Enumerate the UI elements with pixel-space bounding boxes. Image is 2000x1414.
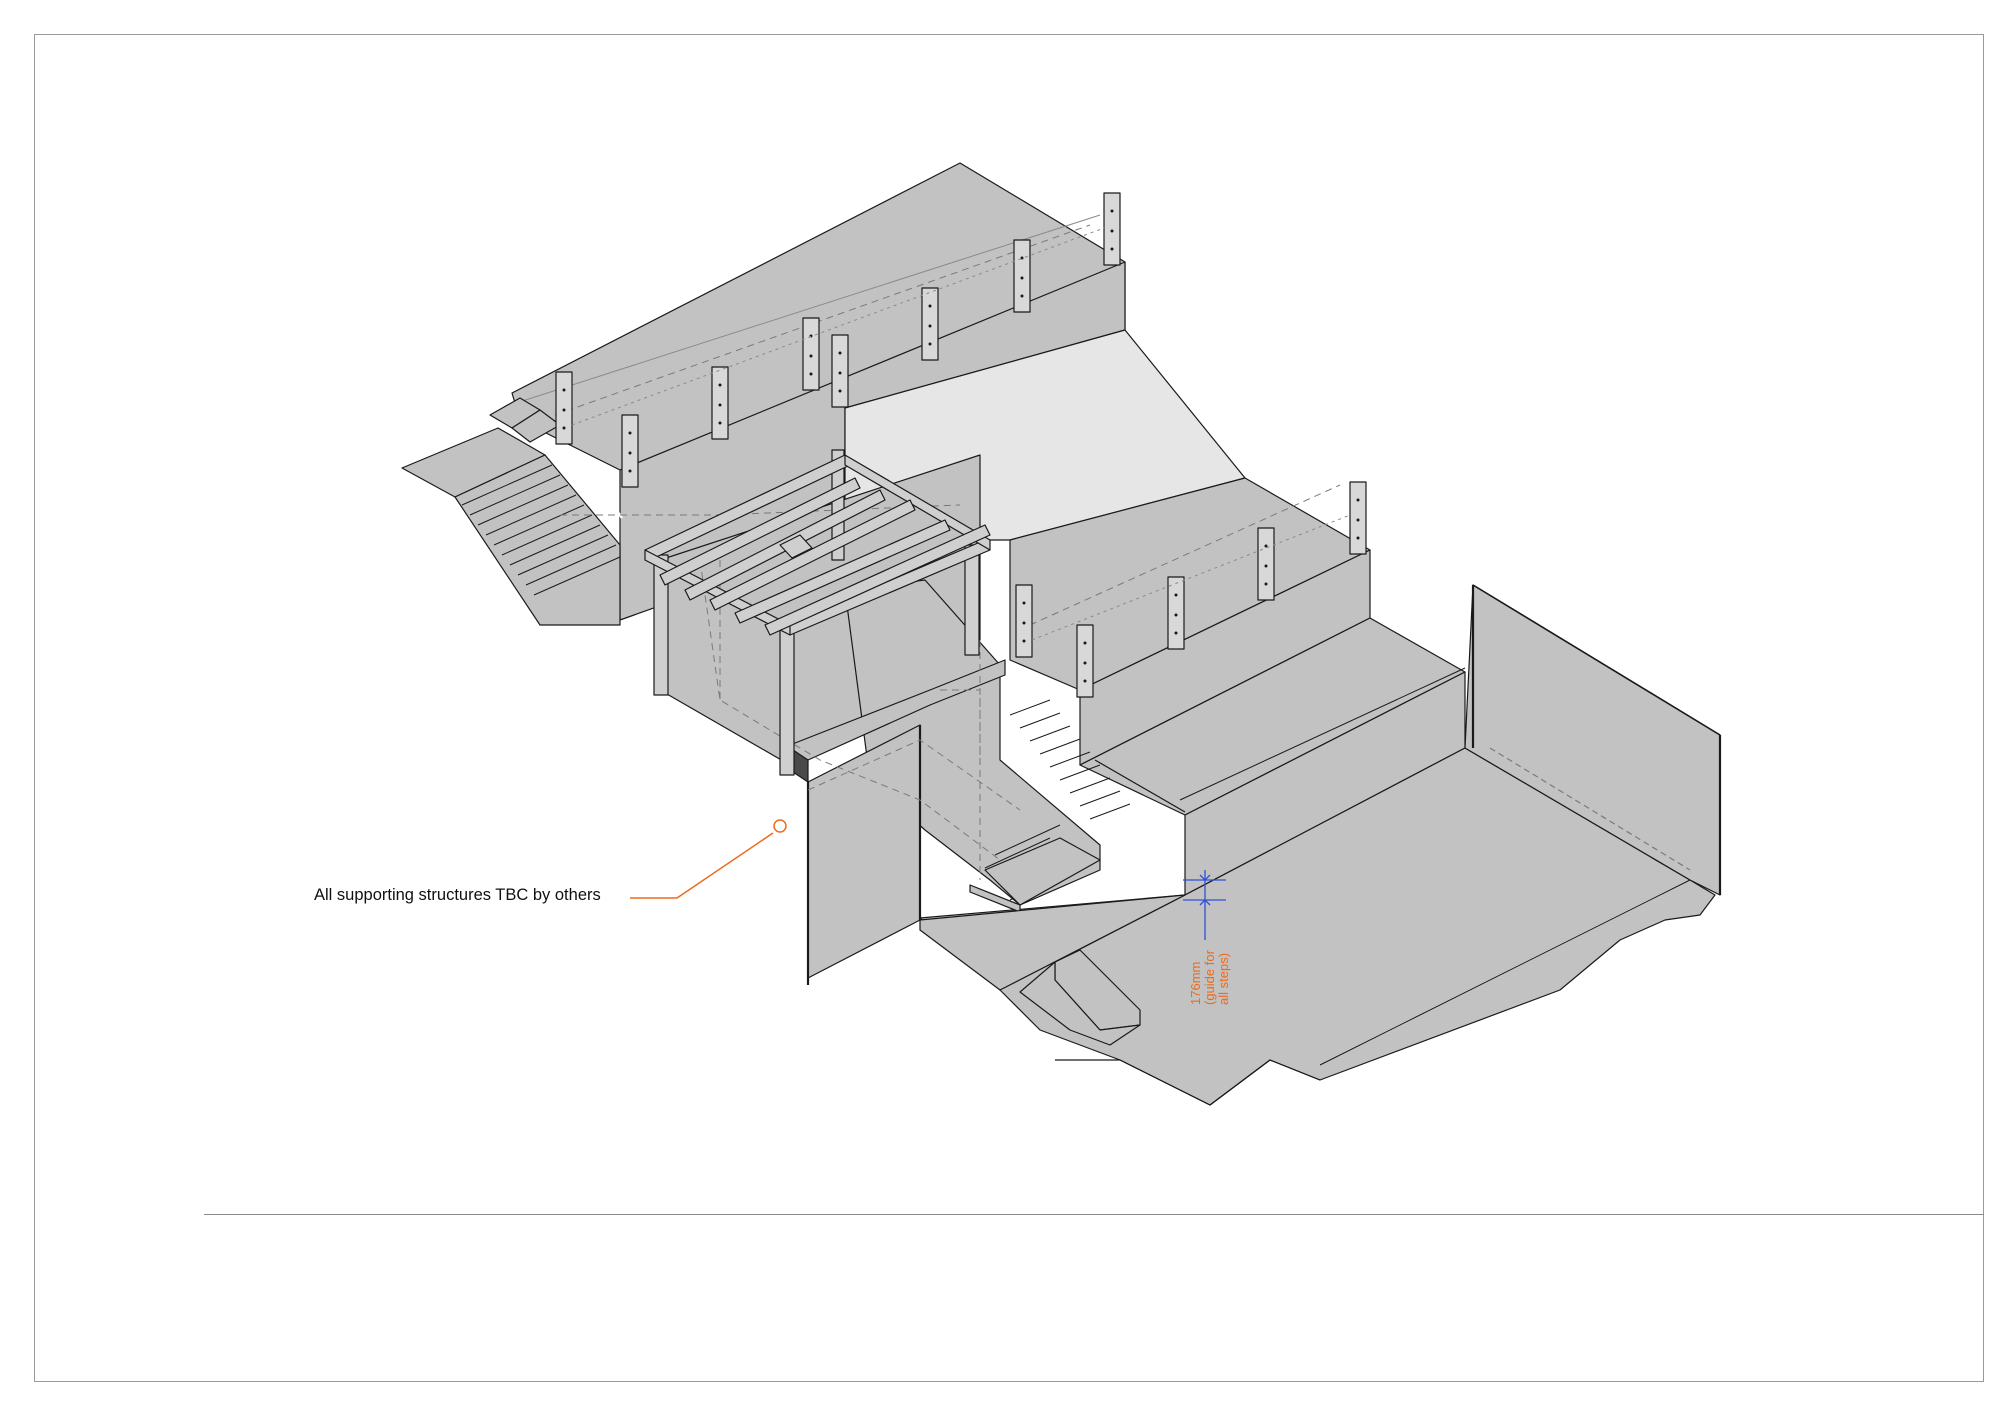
dimension-note-line2: all steps) [1216,952,1231,1005]
sheet-border [34,34,1984,1382]
dimension-value: 176mm [1188,961,1203,1005]
dimension-note-line1: (guide for [1202,950,1217,1005]
pergola-beams [644,454,991,636]
pergola-posts [653,449,980,776]
callout-text: All supporting structures TBC by others [314,886,601,904]
upper-left-stair [454,454,621,626]
dimension-marker [1183,870,1226,940]
central-lower-panel [807,724,921,979]
callout-leader [630,819,787,899]
fence-posts [555,192,1367,698]
title-block-divider [204,1214,1984,1215]
